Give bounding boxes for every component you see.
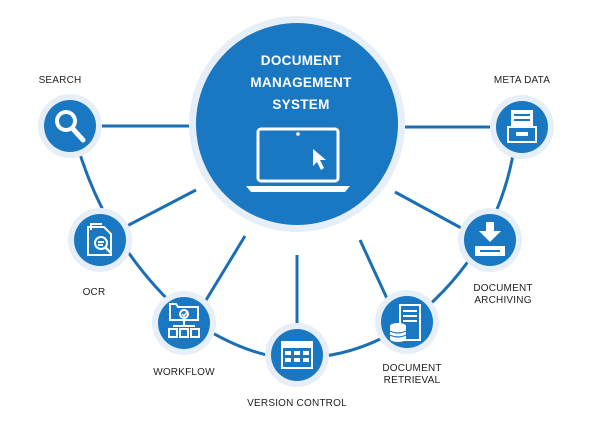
connector-document-retrieval — [358, 239, 392, 306]
label-meta-data: META DATA — [482, 75, 562, 87]
center-title-line-3: SYSTEM — [272, 97, 330, 112]
inbox-tray-icon — [507, 110, 537, 143]
label-document-retrieval: DOCUMENT RETRIEVAL — [372, 363, 452, 387]
center-title: DOCUMENT MANAGEMENT SYSTEM — [206, 50, 396, 116]
label-search-line-1: SEARCH — [38, 75, 82, 86]
label-document-archiving: DOCUMENT ARCHIVING — [463, 283, 543, 307]
node-document-archiving — [458, 208, 522, 272]
workflow-icon — [168, 303, 200, 338]
archive-download-icon — [475, 222, 505, 256]
server-database-icon — [389, 304, 421, 342]
label-version-control: VERSION CONTROL — [237, 398, 357, 410]
label-search: SEARCH — [30, 75, 90, 87]
connector-document-archiving — [394, 190, 464, 231]
node-ocr — [68, 208, 132, 272]
node-document-retrieval — [375, 290, 439, 354]
connector-ocr — [122, 188, 197, 230]
label-ocr: OCR — [74, 287, 114, 299]
label-document-archiving-line-2: ARCHIVING — [474, 295, 532, 306]
node-workflow — [152, 291, 216, 355]
node-version-control — [265, 323, 329, 387]
node-meta-data — [490, 95, 554, 159]
label-document-archiving-line-1: DOCUMENT — [473, 283, 533, 294]
label-workflow-line-1: WORKFLOW — [153, 367, 215, 378]
label-workflow: WORKFLOW — [144, 367, 224, 379]
label-document-retrieval-line-2: RETRIEVAL — [383, 375, 441, 386]
label-meta-data-line-1: META DATA — [493, 75, 551, 86]
center-title-line-1: DOCUMENT — [260, 53, 342, 68]
center-hub — [196, 23, 398, 225]
magnifier-icon — [55, 110, 86, 143]
label-version-control-line-1: VERSION CONTROL — [247, 398, 347, 409]
version-grid-icon — [281, 341, 313, 369]
connector-workflow — [198, 235, 247, 311]
label-ocr-line-1: OCR — [82, 287, 106, 298]
ocr-document-icon — [87, 223, 112, 256]
label-document-retrieval-line-1: DOCUMENT — [382, 363, 442, 374]
center-title-line-2: MANAGEMENT — [250, 75, 352, 90]
laptop-cursor-icon — [246, 127, 350, 192]
node-search — [38, 94, 102, 158]
